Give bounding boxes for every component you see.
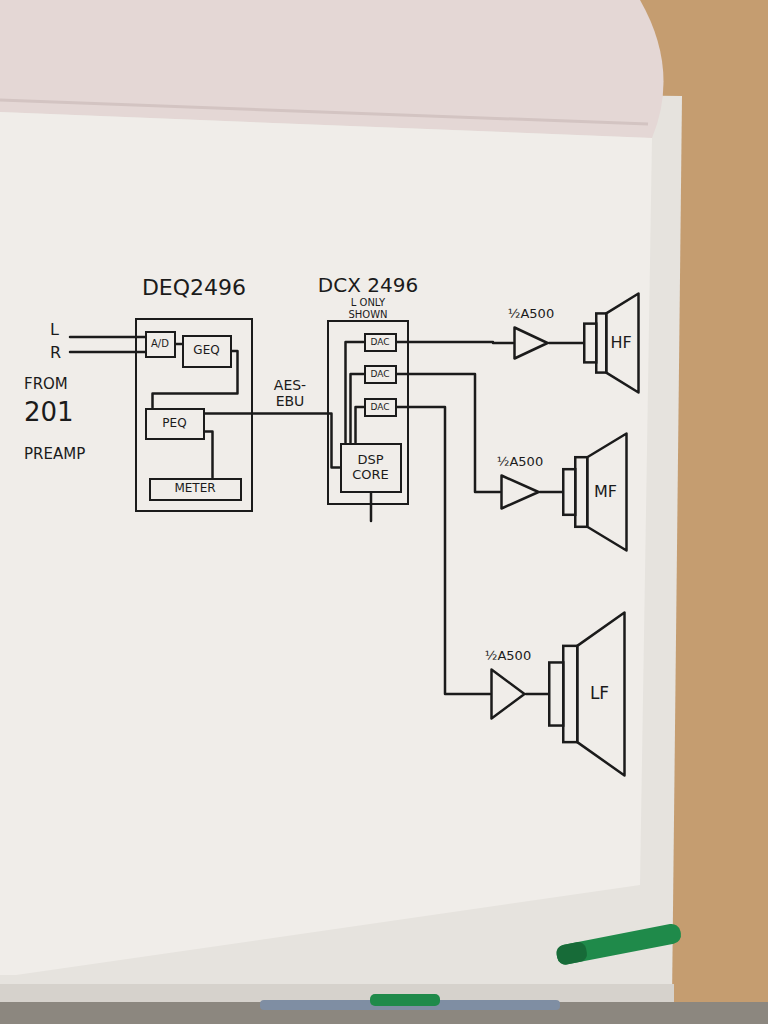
block-label: DAC — [370, 402, 389, 412]
magnet-block — [584, 324, 596, 363]
eq-block: PEQ — [145, 408, 205, 440]
amp-label: ½A500 — [485, 649, 531, 664]
amplifier-outline — [513, 326, 549, 360]
converter-block: A/D — [145, 331, 176, 358]
driver-label: MF — [594, 483, 617, 501]
magnet-block — [563, 469, 575, 515]
heading-block: ½A500 — [485, 649, 531, 664]
magnet-block — [549, 662, 563, 725]
marker-body — [555, 922, 683, 966]
block-label: METER — [174, 482, 215, 496]
amp-label: ½A500 — [497, 455, 543, 470]
input-wire — [70, 336, 145, 339]
horn-outline — [587, 434, 626, 551]
speaker-driver: HF — [583, 292, 640, 394]
crossover-unit: DCX 2496L ONLY SHOWNDACDACDACDSP CORE — [327, 320, 409, 505]
amp-label: ½A500 — [508, 307, 554, 322]
heading-block: DCX 2496L ONLY SHOWN — [318, 274, 418, 320]
amplifier-triangle: ½A500 — [490, 668, 526, 720]
signal-wire — [205, 414, 340, 468]
amplifier-triangle: ½A500 — [500, 474, 540, 510]
signal-wire — [397, 407, 491, 694]
block-label: DSP CORE — [345, 453, 397, 483]
driver-block — [563, 646, 577, 742]
speaker-outline — [548, 611, 626, 777]
signal-wire — [351, 374, 364, 443]
signal-wire — [205, 432, 213, 478]
heading-block: ½A500 — [508, 307, 554, 322]
unit-note: L ONLY SHOWN — [343, 297, 393, 320]
block-label: GEQ — [193, 344, 219, 358]
source-note: FROM — [24, 376, 68, 393]
link-label: AES-EBU — [266, 377, 314, 409]
heading-block: ½A500 — [497, 455, 543, 470]
amplifier-outline — [490, 668, 526, 720]
driver-label: HF — [610, 334, 631, 352]
signal-wire — [153, 351, 238, 408]
green-marker — [555, 922, 683, 966]
amplifier-triangle — [515, 328, 548, 359]
block-label: DAC — [370, 369, 389, 379]
speaker-driver: MF — [562, 432, 628, 552]
pen-tray — [0, 984, 674, 1002]
speaker-driver: LF — [548, 611, 626, 777]
dac-block: DAC — [364, 365, 397, 384]
block-label: DAC — [370, 337, 389, 347]
driver-block — [575, 457, 587, 527]
signal-wire — [397, 342, 514, 343]
signal-wire — [346, 342, 364, 443]
channel-name: L — [50, 321, 59, 339]
paper-sheet — [0, 112, 652, 975]
signal-wire — [356, 407, 364, 443]
signal-wire — [526, 693, 548, 696]
block-label: PEQ — [162, 417, 186, 431]
driver-block — [596, 313, 606, 372]
amplifier-triangle — [492, 670, 525, 719]
dsp-block: DSP CORE — [340, 443, 402, 493]
channel-name: R — [50, 344, 61, 362]
eq-block: GEQ — [182, 335, 232, 368]
dac-block: DAC — [364, 398, 397, 417]
signal-wire — [540, 491, 562, 494]
source-note: PREAMP — [24, 446, 85, 463]
horn-outline — [577, 613, 624, 776]
marker — [370, 994, 440, 1006]
whiteboard — [0, 88, 682, 1000]
unit-name: DCX 2496 — [318, 274, 418, 297]
signal-wire — [549, 342, 583, 345]
processor-unit: DEQ2496A/DGEQPEQMETER — [135, 318, 253, 512]
heading-block: DEQ2496 — [142, 275, 246, 300]
source-number: 201 — [24, 398, 74, 428]
marker-cap — [555, 941, 588, 966]
block-label: A/D — [151, 338, 169, 350]
signal-wire — [397, 374, 501, 492]
driver-label: LF — [590, 684, 609, 704]
horn-outline — [606, 294, 638, 393]
amplifier-outline — [500, 474, 540, 510]
amplifier-triangle — [502, 476, 539, 509]
meter-block: METER — [149, 478, 242, 501]
dac-block: DAC — [364, 333, 397, 352]
input-wire — [70, 351, 145, 354]
amplifier-triangle: ½A500 — [513, 326, 549, 360]
output-stub — [370, 493, 373, 521]
unit-name: DEQ2496 — [142, 275, 246, 300]
